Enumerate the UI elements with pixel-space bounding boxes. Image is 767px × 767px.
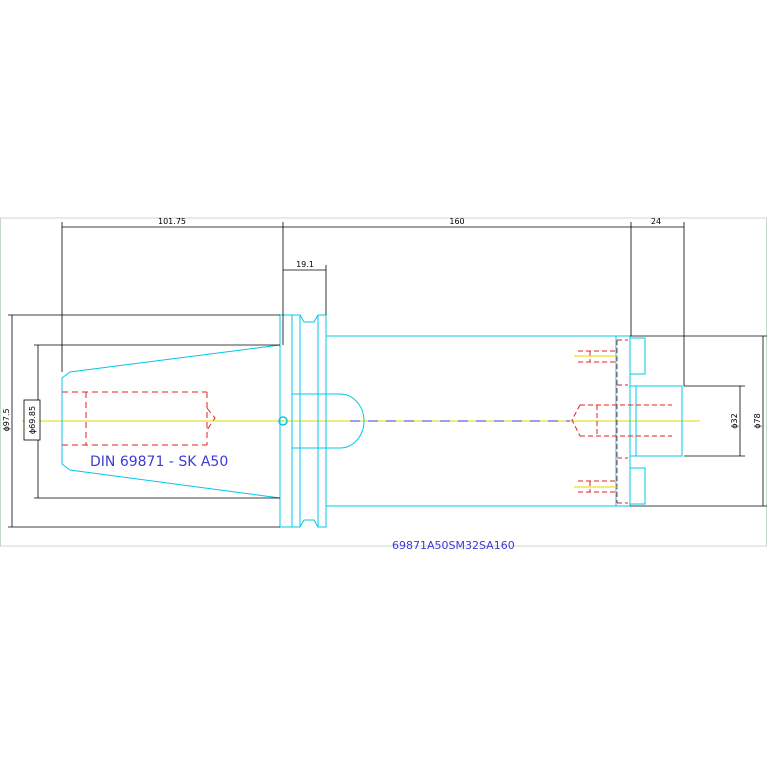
dim-taper-diameter: ϕ69.85 [28,406,37,434]
dim-bore-diameter: ϕ32 [730,413,739,428]
dim-outer-diameter: ϕ97.5 [2,408,11,431]
end-hidden-features [571,339,672,504]
dim-body-length: 160 [449,217,464,226]
taper-hidden-bore [62,391,216,446]
screw-axes [574,355,618,488]
flange [279,314,365,528]
dimension-lines [8,222,767,528]
standard-label: DIN 69871 - SK A50 [90,454,228,470]
end-cap [629,337,683,505]
dim-flange-width: 19.1 [296,260,314,269]
dim-end-length: 24 [651,217,661,226]
drawing-frame [0,217,767,547]
taper-diameter-box [23,399,41,441]
dim-taper-length: 101.75 [158,217,186,226]
center-point [278,416,288,426]
part-number-label: 69871A50SM32SA160 [392,539,515,552]
dim-body-diameter: ϕ78 [753,413,762,428]
